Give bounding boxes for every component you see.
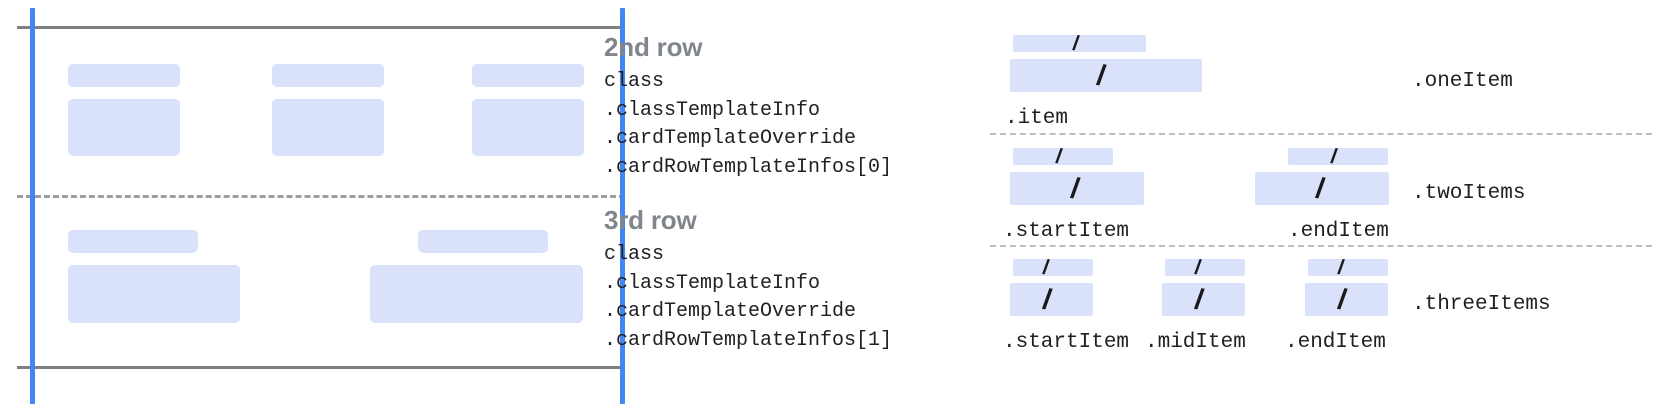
item-label: .endItem [1288,220,1389,243]
item-bar-small [1165,259,1245,276]
item-bar-small [1013,259,1093,276]
annotation-code-line: class [604,70,665,93]
item-bar-large [1255,172,1389,205]
left-edge-guide [30,8,35,404]
item-bar-large [1162,283,1245,316]
placeholder-bar [472,64,584,87]
item-bar-small [1288,148,1388,165]
annotation-code-line: .cardTemplateOverride [604,127,857,150]
item-bar-large [1305,283,1388,316]
annotation-code-line: .classTemplateInfo [604,271,821,295]
placeholder-box [370,265,583,323]
variant-name-label: .oneItem [1412,70,1513,93]
annotation-title: 3rd row [604,205,697,235]
placeholder-box [272,99,384,156]
item-label: .item [1005,107,1069,130]
item-label: .midItem [1145,331,1246,354]
item-bar-large [1010,172,1144,205]
placeholder-box [68,99,180,156]
placeholder-box [472,99,584,156]
placeholder-bar [68,64,180,87]
annotation-second-row: 2nd row class .classTemplateInfo .cardTe… [604,32,892,182]
annotation-code-line: .cardRowTemplateInfos[1] [604,328,893,352]
row-divider-dashed-line [17,195,625,198]
placeholder-box [68,265,240,323]
placeholder-bar [68,230,198,253]
item-label: .endItem [1285,331,1386,354]
annotation-code-line: class [604,243,665,266]
placeholder-bar [418,230,548,253]
top-boundary-line [17,26,625,29]
annotation-code-line: .cardRowTemplateInfos[0] [604,155,893,179]
item-label: .startItem [1003,331,1130,354]
variant-separator-dashed-line [990,245,1652,247]
placeholder-bar [272,64,384,87]
item-bar-small [1308,259,1388,276]
bottom-boundary-line [17,366,625,369]
item-bar-small [1013,35,1146,52]
annotation-code-line: .cardTemplateOverride [604,300,857,323]
variant-separator-dashed-line [990,133,1652,135]
item-bar-large [1010,283,1093,316]
annotation-third-row: 3rd row class .classTemplateInfo .cardTe… [604,205,892,355]
annotation-code-line: .classTemplateInfo [604,98,821,122]
card-row-preview [0,0,640,412]
item-bar-large [1010,59,1202,92]
item-label: .startItem [1003,220,1130,243]
item-bar-small [1013,148,1113,165]
annotation-title: 2nd row [604,32,703,62]
right-edge-guide [620,8,625,404]
variant-name-label: .twoItems [1412,182,1526,205]
variant-name-label: .threeItems [1412,293,1551,316]
